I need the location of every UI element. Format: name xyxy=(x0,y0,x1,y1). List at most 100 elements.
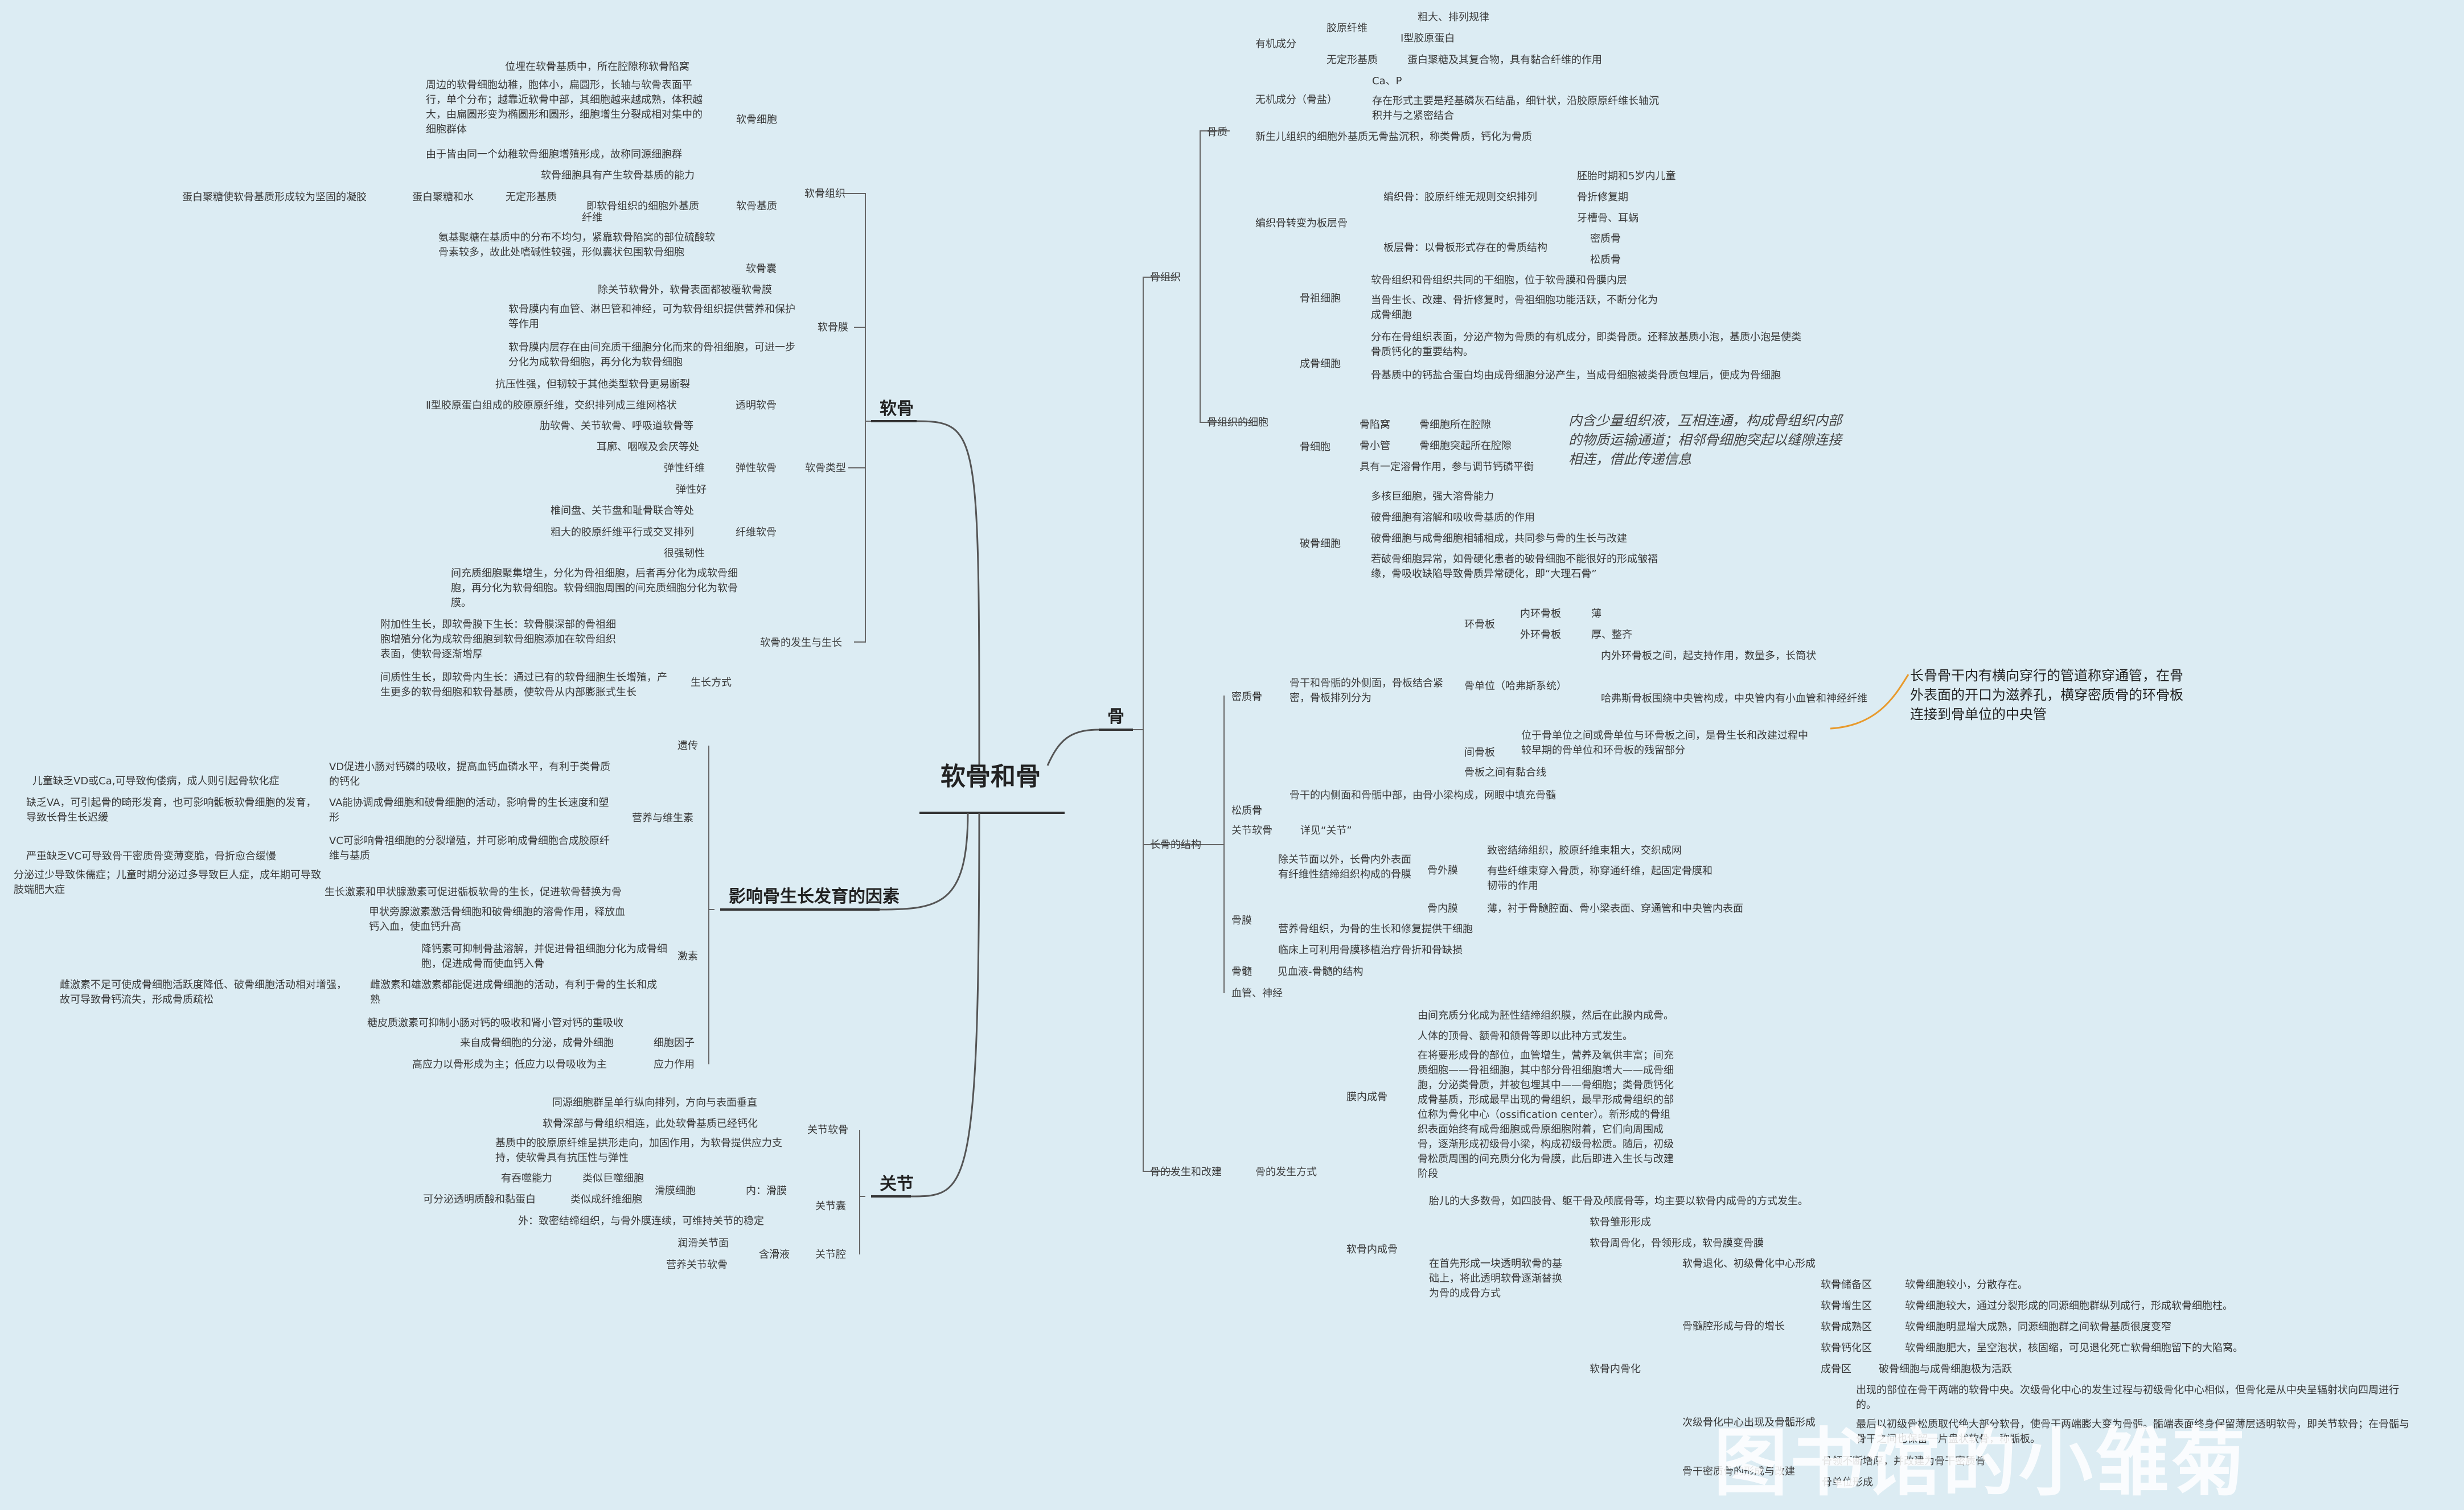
joint-inner: 内：滑膜 xyxy=(746,1185,787,1197)
bone-endo-ossification: 软骨内骨化 xyxy=(1590,1363,1641,1375)
cart-fib-2: 粗大的胶原纤维平行或交叉排列 xyxy=(551,526,694,538)
bone-development[interactable]: 骨的发生和改建 xyxy=(1150,1166,1222,1178)
cart-types[interactable]: 软骨类型 xyxy=(805,462,846,474)
bone-en-2: 在首先形成一块透明软骨的基础上，将此透明软骨逐渐替换为骨的成骨方式 xyxy=(1429,1258,1562,1299)
cart-elas-2: 弹性纤维 xyxy=(664,462,705,474)
cart-capsule[interactable]: 软骨囊 xyxy=(746,263,777,275)
bone-hydroxyapatite: 存在形式主要是羟基磷灰石结晶，细针状，沿胶原原纤维长轴沉积并与之紧密结合 xyxy=(1372,95,1659,122)
joint-cart-1: 同源细胞群呈单行纵向排列，方向与表面垂直 xyxy=(552,1097,757,1109)
joint-cart-2: 软骨深部与骨组织相连，此处软骨基质已经钙化 xyxy=(543,1118,758,1130)
factor-hormones[interactable]: 激素 xyxy=(677,951,698,962)
factor-vc-def: 严重缺乏VC可导致骨干密质骨变薄变脆，骨折愈合缓慢 xyxy=(26,850,276,862)
bone-compact[interactable]: 密质骨 xyxy=(1231,691,1262,703)
factor-gh-def: 分泌过少导致侏儒症；儿童时期分泌过多导致巨人症，成年期可导致肢端肥大症 xyxy=(14,869,321,896)
cart-fibrous[interactable]: 纤维软骨 xyxy=(736,526,777,538)
bone-periosteum[interactable]: 骨膜 xyxy=(1231,915,1252,927)
factor-stress-def: 高应力以骨形成为主；低应力以骨吸收为主 xyxy=(412,1059,607,1071)
bone-marrow-ref: 见血液-骨髓的结构 xyxy=(1278,966,1364,978)
bone-ip-1: 薄，衬于骨髓腔面、骨小梁表面、穿通管和中央管内表面 xyxy=(1487,903,1743,915)
bone-col-2: Ⅰ型胶原蛋白 xyxy=(1401,32,1455,44)
factor-gh: 生长激素和甲状腺激素可促进骺板软骨的生长，促进软骨替换为骨 xyxy=(325,886,622,898)
bone-inorganic[interactable]: 无机成分（骨盐） xyxy=(1255,94,1337,106)
bone-compact-def: 骨干和骨骺的外侧面，骨板结合紧密，骨板排列分为 xyxy=(1290,677,1443,704)
bone-endochondral[interactable]: 软骨内成骨 xyxy=(1346,1244,1398,1256)
zone-ossification-def: 破骨细胞与成骨细胞极为活跃 xyxy=(1879,1363,2012,1375)
bone-woven-to-lamellar[interactable]: 编织骨转变为板层骨 xyxy=(1255,217,1348,229)
factor-calcitonin: 降钙素可抑制骨盐溶解，并促进骨祖细胞分化为成骨细胞，促进成骨而使血钙入骨 xyxy=(421,943,667,970)
branch-cartilage[interactable]: 软骨 xyxy=(880,399,914,419)
cart-gel: 蛋白聚糖使软骨基质形成较为坚固的凝胶 xyxy=(182,191,367,203)
bone-cells[interactable]: 骨组织的细胞 xyxy=(1207,417,1268,429)
connector xyxy=(1830,674,1909,730)
bone-ocl-2: 破骨细胞有溶解和吸收骨基质的作用 xyxy=(1371,512,1535,524)
bone-woven-b: 骨折修复期 xyxy=(1577,191,1628,203)
cart-perichondrium[interactable]: 软骨膜 xyxy=(818,322,848,334)
bone-amorphous: 无定形基质 xyxy=(1327,54,1378,66)
bone-im-2: 人体的顶骨、额骨和颌骨等即以此种方式发生。 xyxy=(1418,1030,1633,1042)
root-topic[interactable]: 软骨和骨 xyxy=(941,762,1041,791)
factor-heredity[interactable]: 遗传 xyxy=(677,740,698,752)
cart-elas-1: 耳廓、咽喉及会厌等处 xyxy=(597,441,699,453)
joint-cartilage[interactable]: 关节软骨 xyxy=(807,1124,848,1136)
bone-secondary-center: 次级骨化中心出现及骨骺形成 xyxy=(1682,1417,1816,1429)
factor-cytokine[interactable]: 细胞因子 xyxy=(654,1037,695,1049)
cart-peri-1: 除关节软骨外，软骨表面都被覆软骨膜 xyxy=(598,284,772,296)
bone-articular[interactable]: 关节软骨 xyxy=(1231,825,1272,837)
bone-ob-2: 骨基质中的钙盐合蛋白均由成骨细胞分泌产生，当成骨细胞被类骨质包埋后，便成为骨细胞 xyxy=(1371,369,1781,381)
cart-growth-mode[interactable]: 生长方式 xyxy=(691,677,732,689)
zone-mature: 软骨成熟区 xyxy=(1821,1321,1872,1333)
bone-organic[interactable]: 有机成分 xyxy=(1255,38,1296,50)
joint-cavity[interactable]: 关节腔 xyxy=(815,1249,846,1261)
cart-hyal-3: 肋软骨、关节软骨、呼吸道软骨等 xyxy=(540,420,693,432)
bone-marrow[interactable]: 骨髓 xyxy=(1231,966,1252,978)
bone-ob-1: 分布在骨组织表面，分泌产物为骨质的有机成分，即类骨质。还释放基质小泡，基质小泡是… xyxy=(1371,331,1801,358)
bone-osteoid: 新生儿组织的细胞外基质无骨盐沉积，称类骨质，钙化为骨质 xyxy=(1255,131,1532,143)
bone-dev-mode[interactable]: 骨的发生方式 xyxy=(1255,1166,1317,1178)
connector xyxy=(1046,729,1099,766)
zone-proliferative: 软骨增生区 xyxy=(1821,1300,1872,1312)
bone-woven: 编织骨：胶原纤维无规则交织排列 xyxy=(1383,191,1537,203)
bone-matrix[interactable]: 骨质 xyxy=(1207,126,1227,138)
cart-matrix[interactable]: 软骨基质 xyxy=(736,200,777,212)
bone-inter-2: 骨板之间有黏合线 xyxy=(1464,767,1546,779)
bone-tissue[interactable]: 骨组织 xyxy=(1150,271,1181,283)
connector xyxy=(910,812,980,1198)
bone-lamellar: 板层骨：以骨板形式存在的骨质结构 xyxy=(1383,242,1547,254)
bone-volkmann: 长骨骨干内有横向穿行的管道称穿通管，在骨外表面的开口为滋养孔，横穿密质骨的环骨板… xyxy=(1910,668,2183,722)
connector xyxy=(1200,130,1230,277)
cart-cell[interactable]: 软骨细胞 xyxy=(736,114,777,126)
factor-nutrition[interactable]: 营养与维生素 xyxy=(632,812,693,824)
joint-syn-1: 有吞噬能力 xyxy=(501,1172,552,1184)
cart-fib-3: 很强韧性 xyxy=(664,548,705,559)
branch-joint[interactable]: 关节 xyxy=(880,1174,914,1194)
bone-inter-1: 位于骨单位之间或骨单位与环骨板之间，是骨生长和改建过程中较早期的骨单位和环骨板的… xyxy=(1521,730,1808,756)
bone-lacuna: 骨陷窝 xyxy=(1360,419,1390,431)
joint-synovial-cell: 滑膜细胞 xyxy=(655,1185,696,1197)
bone-long-structure[interactable]: 长骨的结构 xyxy=(1150,839,1201,851)
bone-intramembranous[interactable]: 膜内成骨 xyxy=(1346,1091,1387,1103)
connector xyxy=(1133,277,1178,730)
cart-development[interactable]: 软骨的发生与生长 xyxy=(760,637,842,649)
branch-bone[interactable]: 骨 xyxy=(1107,707,1124,727)
factor-vc: VC可影响骨祖细胞的分裂增殖，并可影响成骨细胞合成胶原纤维与基质 xyxy=(329,835,610,862)
joint-outer: 外：致密结缔组织，与骨外膜连续，可维持关节的稳定 xyxy=(518,1215,764,1227)
cart-hyaline[interactable]: 透明软骨 xyxy=(736,400,777,412)
joint-capsule[interactable]: 关节囊 xyxy=(815,1200,846,1212)
joint-syn-1b: 类似巨噬细胞 xyxy=(582,1172,644,1184)
cart-matrix-def: 即软骨组织的细胞外基质 xyxy=(586,200,699,212)
cart-dev-1: 间充质细胞聚集增生，分化为骨祖细胞，后者再分化为成软骨细胞，再分化为软骨细胞。软… xyxy=(451,567,738,609)
bone-col-1: 粗大、排列规律 xyxy=(1418,11,1489,23)
watermark: 图书馆的小雏菊 xyxy=(1714,1420,2248,1506)
factor-stress[interactable]: 应力作用 xyxy=(654,1059,695,1071)
connector xyxy=(708,746,714,910)
cart-capsule-def: 氨基聚糖在基质中的分布不均匀，紧靠软骨陷窝的部位硫酸软骨素较多，故此处嗜碱性较强… xyxy=(438,232,715,258)
cart-hyal-2: Ⅱ型胶原蛋白组成的胶原原纤维，交织排列成三维网格状 xyxy=(426,400,677,412)
cart-elastic[interactable]: 弹性软骨 xyxy=(736,462,777,474)
bone-vessel-nerve[interactable]: 血管、神经 xyxy=(1231,988,1283,999)
bone-spongy[interactable]: 松质骨 xyxy=(1231,805,1262,817)
bone-woven-c: 牙槽骨、耳蜗 xyxy=(1577,212,1638,224)
bone-op-1: 致密结缔组织，胶原纤维束粗大，交织成网 xyxy=(1487,845,1682,857)
branch-growth-factors[interactable]: 影响骨生长发育的因素 xyxy=(729,887,900,907)
cart-tissue[interactable]: 软骨组织 xyxy=(804,188,845,200)
